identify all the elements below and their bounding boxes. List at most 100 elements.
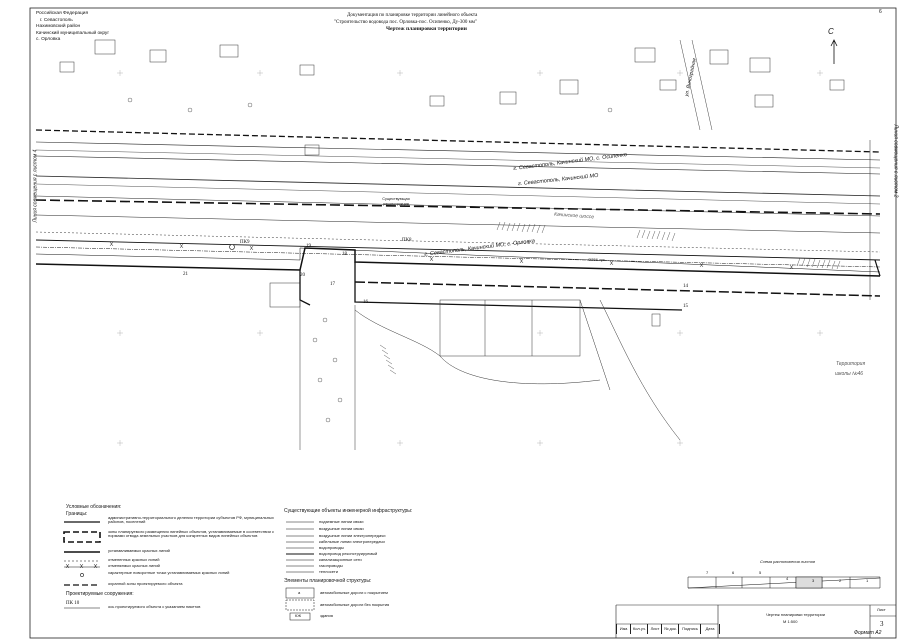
legend-item: охранной зоны проектируемого объекта <box>64 581 274 591</box>
legend-item-label: административно-территориального деления… <box>108 515 274 525</box>
planning-code: а <box>298 590 301 595</box>
proj-item-label: ось проектируемого объекта с указанием п… <box>108 604 201 609</box>
sheet-frame <box>29 7 897 639</box>
location-block: Российская Федерация г. Севастополь Нахи… <box>36 11 109 44</box>
north-arrow-icon <box>830 39 838 64</box>
scheme-num-2: 2 <box>839 578 842 583</box>
proj-item-code: ПК 10 <box>66 601 80 606</box>
tb-col-sign: Подпись <box>678 624 701 634</box>
utility-item: водопроводы <box>286 544 446 551</box>
tb-col-izm: Изм. <box>616 624 631 634</box>
utility-item-label: газопроводы <box>319 563 343 568</box>
point-14: 14 <box>683 284 688 289</box>
sheet-number: 3 <box>880 620 884 628</box>
utilities-title: Существующие объекты инженерной инфрастр… <box>284 508 413 514</box>
utility-item-label: водопроводы <box>319 545 344 550</box>
scheme-num-3: 3 <box>812 578 815 583</box>
right-match-line-label: Линия совмещения с листом 2 <box>892 124 899 198</box>
sheet-scheme-title: Схема расположения листов <box>760 559 816 564</box>
legend-item: зоны планируемого размещения линейных об… <box>64 529 274 539</box>
utility-item-label: подземные линии связи <box>319 519 364 524</box>
left-match-line-label: Линия совмещения с листом 4 <box>32 149 39 223</box>
legend-item-label: отменяемых красных линий <box>108 563 160 568</box>
location-line: г. Севастополь <box>40 17 73 23</box>
legend-symbols <box>63 521 101 609</box>
utility-item: подземные линии связи <box>286 518 446 525</box>
planning-title: Элементы планировочной структуры: <box>284 578 372 584</box>
reconstruction-label: Существующая реконструкция <box>382 197 410 206</box>
utility-item: кабельные линии электропередачи <box>286 538 446 545</box>
planning-item-label: автомобильные дороги без покрытия <box>320 602 390 607</box>
boundary-dashed-top <box>35 129 881 153</box>
location-line: Качинский муниципальный округ <box>36 30 110 36</box>
proj-title: Проектируемые сооружения: <box>66 591 134 597</box>
scheme-num-7: 7 <box>706 570 709 575</box>
utility-item-label: кабельные линии электропередачи <box>319 539 385 544</box>
tb-col-date: Дата <box>700 624 720 634</box>
tb-col-kol: Кол.уч. <box>630 624 648 634</box>
legend-item: отменяемых красных линий <box>64 563 274 573</box>
point-17: 17 <box>330 282 335 287</box>
school-label: школы №46 <box>835 371 864 377</box>
sheet-scheme <box>687 576 881 589</box>
legend-item: характерные поворотные точки устанавлива… <box>64 570 274 580</box>
legend-item: отмененных красных линий <box>64 557 274 567</box>
pk9-label: ПК9 <box>240 240 250 245</box>
legend-item-label: устанавливаемых красных линий <box>108 548 170 553</box>
sheet-label: Лист <box>877 607 886 612</box>
length-label: ОЗ56 тут <box>588 257 605 262</box>
utility-item: канализационные сети <box>286 556 446 563</box>
north-label: С <box>828 27 834 36</box>
legend-item: устанавливаемых красных линий <box>64 548 274 558</box>
scheme-num-5: 5 <box>759 570 762 575</box>
title-block <box>615 604 896 638</box>
scheme-num-6: 6 <box>732 570 735 575</box>
utility-item-label: водопровод реконструируемый <box>319 551 378 556</box>
utility-item-label: теплосети <box>319 569 338 574</box>
planning-item-label: здания <box>320 613 333 618</box>
utility-item: газопроводы <box>286 562 446 569</box>
legend-title: Условные обозначения: <box>66 504 122 510</box>
point-20: 20 <box>300 273 305 278</box>
location-line: Российская Федерация <box>36 11 89 16</box>
format-label: Формат А2 <box>854 630 882 636</box>
header-line-1: Документация по планировке территории ли… <box>347 13 478 18</box>
utility-symbols <box>285 521 315 621</box>
drawing-scale: М 1:500 <box>783 619 798 624</box>
utility-item-label: канализационные сети <box>319 557 362 562</box>
point-15: 15 <box>683 304 688 309</box>
legend-item: административно-территориального деления… <box>64 515 274 525</box>
tb-col-list: Лист <box>647 624 662 634</box>
pk8-label: ПК8 <box>402 238 412 243</box>
utility-item: воздушные линии электропередачи <box>286 532 446 539</box>
utility-item: воздушные линии связи <box>286 525 446 532</box>
scheme-num-4: 4 <box>786 576 789 581</box>
tb-col-doc: № док. <box>661 624 679 634</box>
header-line-3: Чертеж планировки территории <box>386 26 467 32</box>
utility-item: теплосети <box>286 568 446 575</box>
legend-subtitle: Границы: <box>66 511 88 517</box>
utility-item-label: воздушные линии связи <box>319 526 364 531</box>
point-21: 21 <box>183 272 188 277</box>
red-line-thick <box>35 247 881 277</box>
page-number: 6 <box>879 9 882 15</box>
legend-item-label: отмененных красных линий <box>108 557 160 562</box>
point-18: 18 <box>342 252 347 257</box>
territory-label: Территория <box>836 361 866 367</box>
drawing-title: Чертеж планировки территории <box>766 612 826 617</box>
location-line: с. Орловка <box>36 37 61 43</box>
legend-item-label: охранной зоны проектируемого объекта <box>108 581 183 586</box>
legend-item-label: зоны планируемого размещения линейных об… <box>108 529 274 539</box>
scheme-num-1: 1 <box>866 578 869 583</box>
boundary-dashed-mid <box>35 199 881 215</box>
utility-item: водопровод реконструируемый <box>286 550 446 557</box>
point-16: 16 <box>363 300 368 305</box>
location-line: Нахимовский район <box>36 24 81 30</box>
utility-item-label: воздушные линии электропередачи <box>319 533 386 538</box>
planning-code: КЖ <box>295 613 302 618</box>
planning-item-label: автомобильные дороги с покрытием <box>320 590 388 595</box>
header-line-2: "Строительство водовода пос. Орловка-пос… <box>334 20 477 25</box>
legend-item-label: характерные поворотные точки устанавлива… <box>108 570 230 575</box>
